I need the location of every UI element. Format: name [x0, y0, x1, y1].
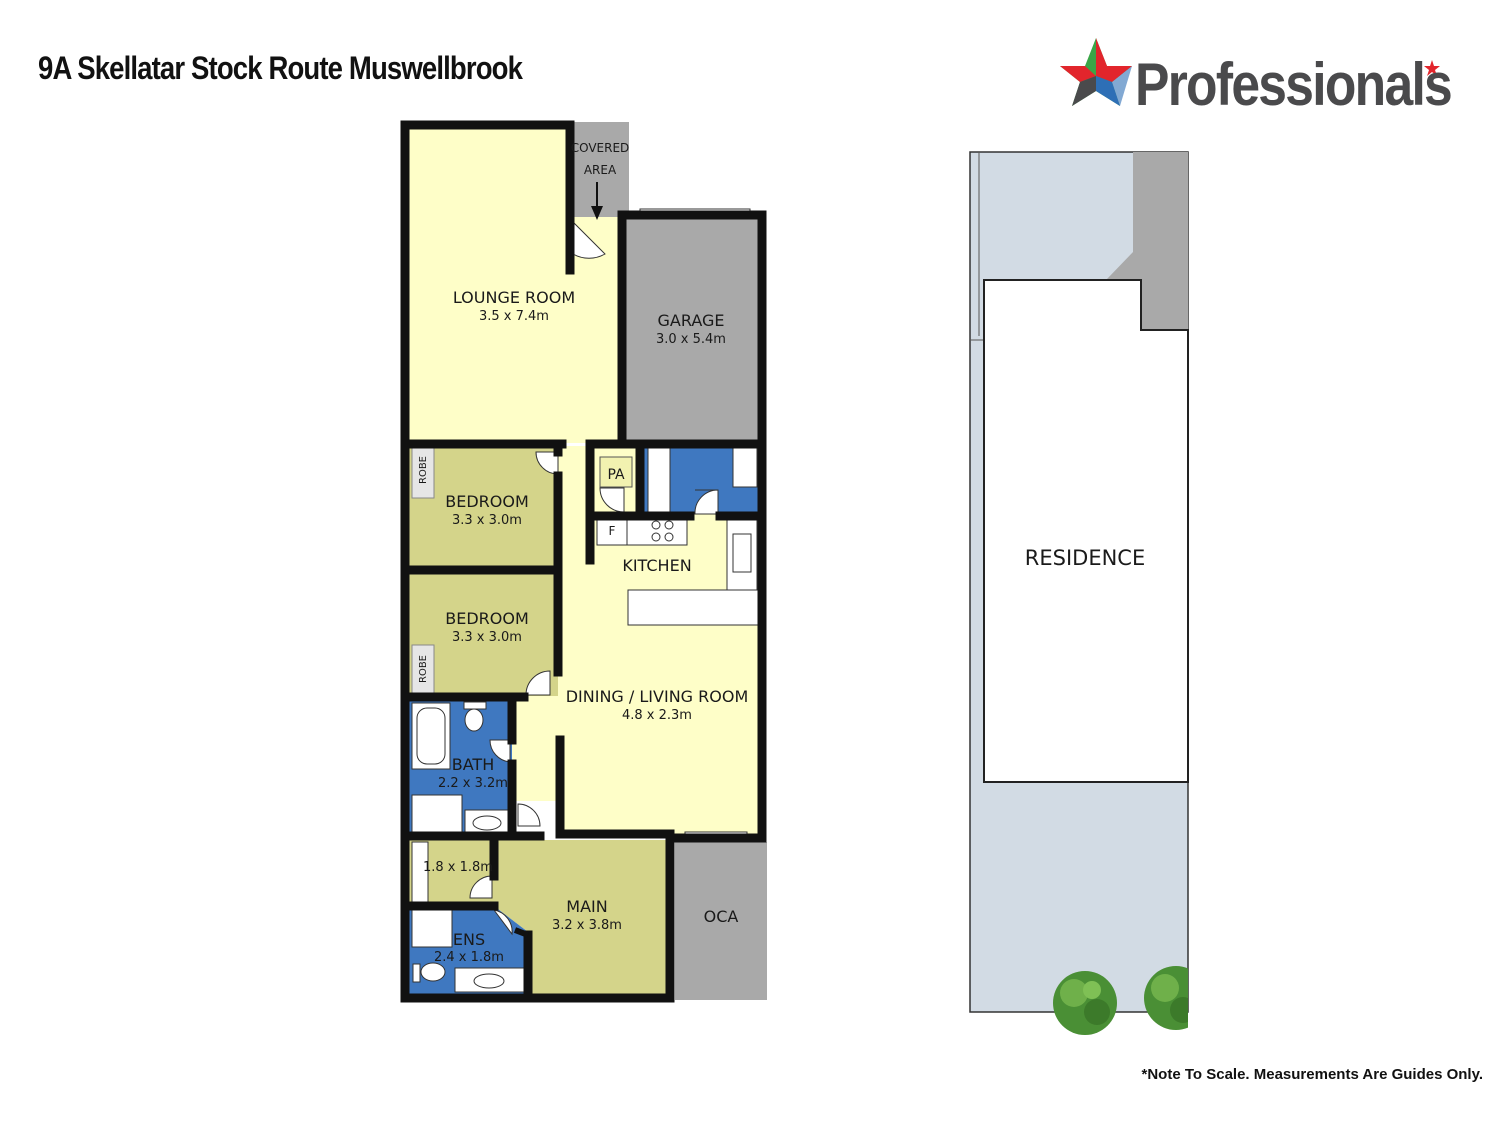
- bedroom2-dims: 3.3 x 3.0m: [452, 630, 522, 645]
- bedroom1-dims: 3.3 x 3.0m: [452, 513, 522, 528]
- robe2-label: ROBE: [418, 655, 429, 683]
- residence-footprint: [983, 279, 1189, 783]
- brand-name: Professionals: [1135, 51, 1453, 118]
- property-address: 9A Skellatar Stock Route Muswellbrook: [38, 50, 523, 86]
- residence-label: RESIDENCE: [1025, 546, 1145, 570]
- covered-area-label-2: AREA: [584, 163, 617, 177]
- pa-label: PA: [607, 467, 625, 483]
- kitchen-label: KITCHEN: [622, 556, 691, 575]
- garage-dims: 3.0 x 5.4m: [656, 332, 726, 347]
- bath-dims: 2.2 x 3.2m: [438, 776, 508, 791]
- oca-label: OCA: [704, 907, 739, 926]
- site-driveway: [1107, 152, 1188, 330]
- wir-dims: 1.8 x 1.8m: [423, 860, 493, 875]
- main-bedroom-dims: 3.2 x 3.8m: [552, 918, 622, 933]
- lounge-room-label: LOUNGE ROOM: [453, 288, 575, 307]
- lounge-room-dims: 3.5 x 7.4m: [479, 309, 549, 324]
- ensuite-dims: 2.4 x 1.8m: [434, 950, 504, 965]
- dining-living-label: DINING / LIVING ROOM: [566, 687, 749, 706]
- garage-fill: [623, 213, 763, 442]
- hall-lower-fill: [510, 696, 560, 801]
- oca-fill: [675, 842, 767, 1000]
- covered-area-label-1: COVERED: [571, 141, 630, 155]
- dining-living-dims: 4.8 x 2.3m: [622, 708, 692, 723]
- scale-disclaimer: *Note To Scale. Measurements Are Guides …: [1141, 1066, 1484, 1083]
- tree-icon: [1053, 971, 1117, 1035]
- robe1-label: ROBE: [418, 456, 429, 484]
- fridge-label: F: [609, 524, 616, 538]
- tree-icon-2: [1144, 966, 1188, 1030]
- main-bedroom-fill: [494, 840, 668, 995]
- main-bedroom-label: MAIN: [566, 897, 607, 916]
- bath-label: BATH: [452, 755, 494, 774]
- garage-label: GARAGE: [658, 311, 725, 330]
- ensuite-label: ENS: [453, 930, 485, 949]
- professionals-star-icon: [1060, 38, 1440, 106]
- bedroom1-label: BEDROOM: [445, 492, 529, 511]
- bedroom2-label: BEDROOM: [445, 609, 529, 628]
- covered-area-fill: [572, 122, 629, 217]
